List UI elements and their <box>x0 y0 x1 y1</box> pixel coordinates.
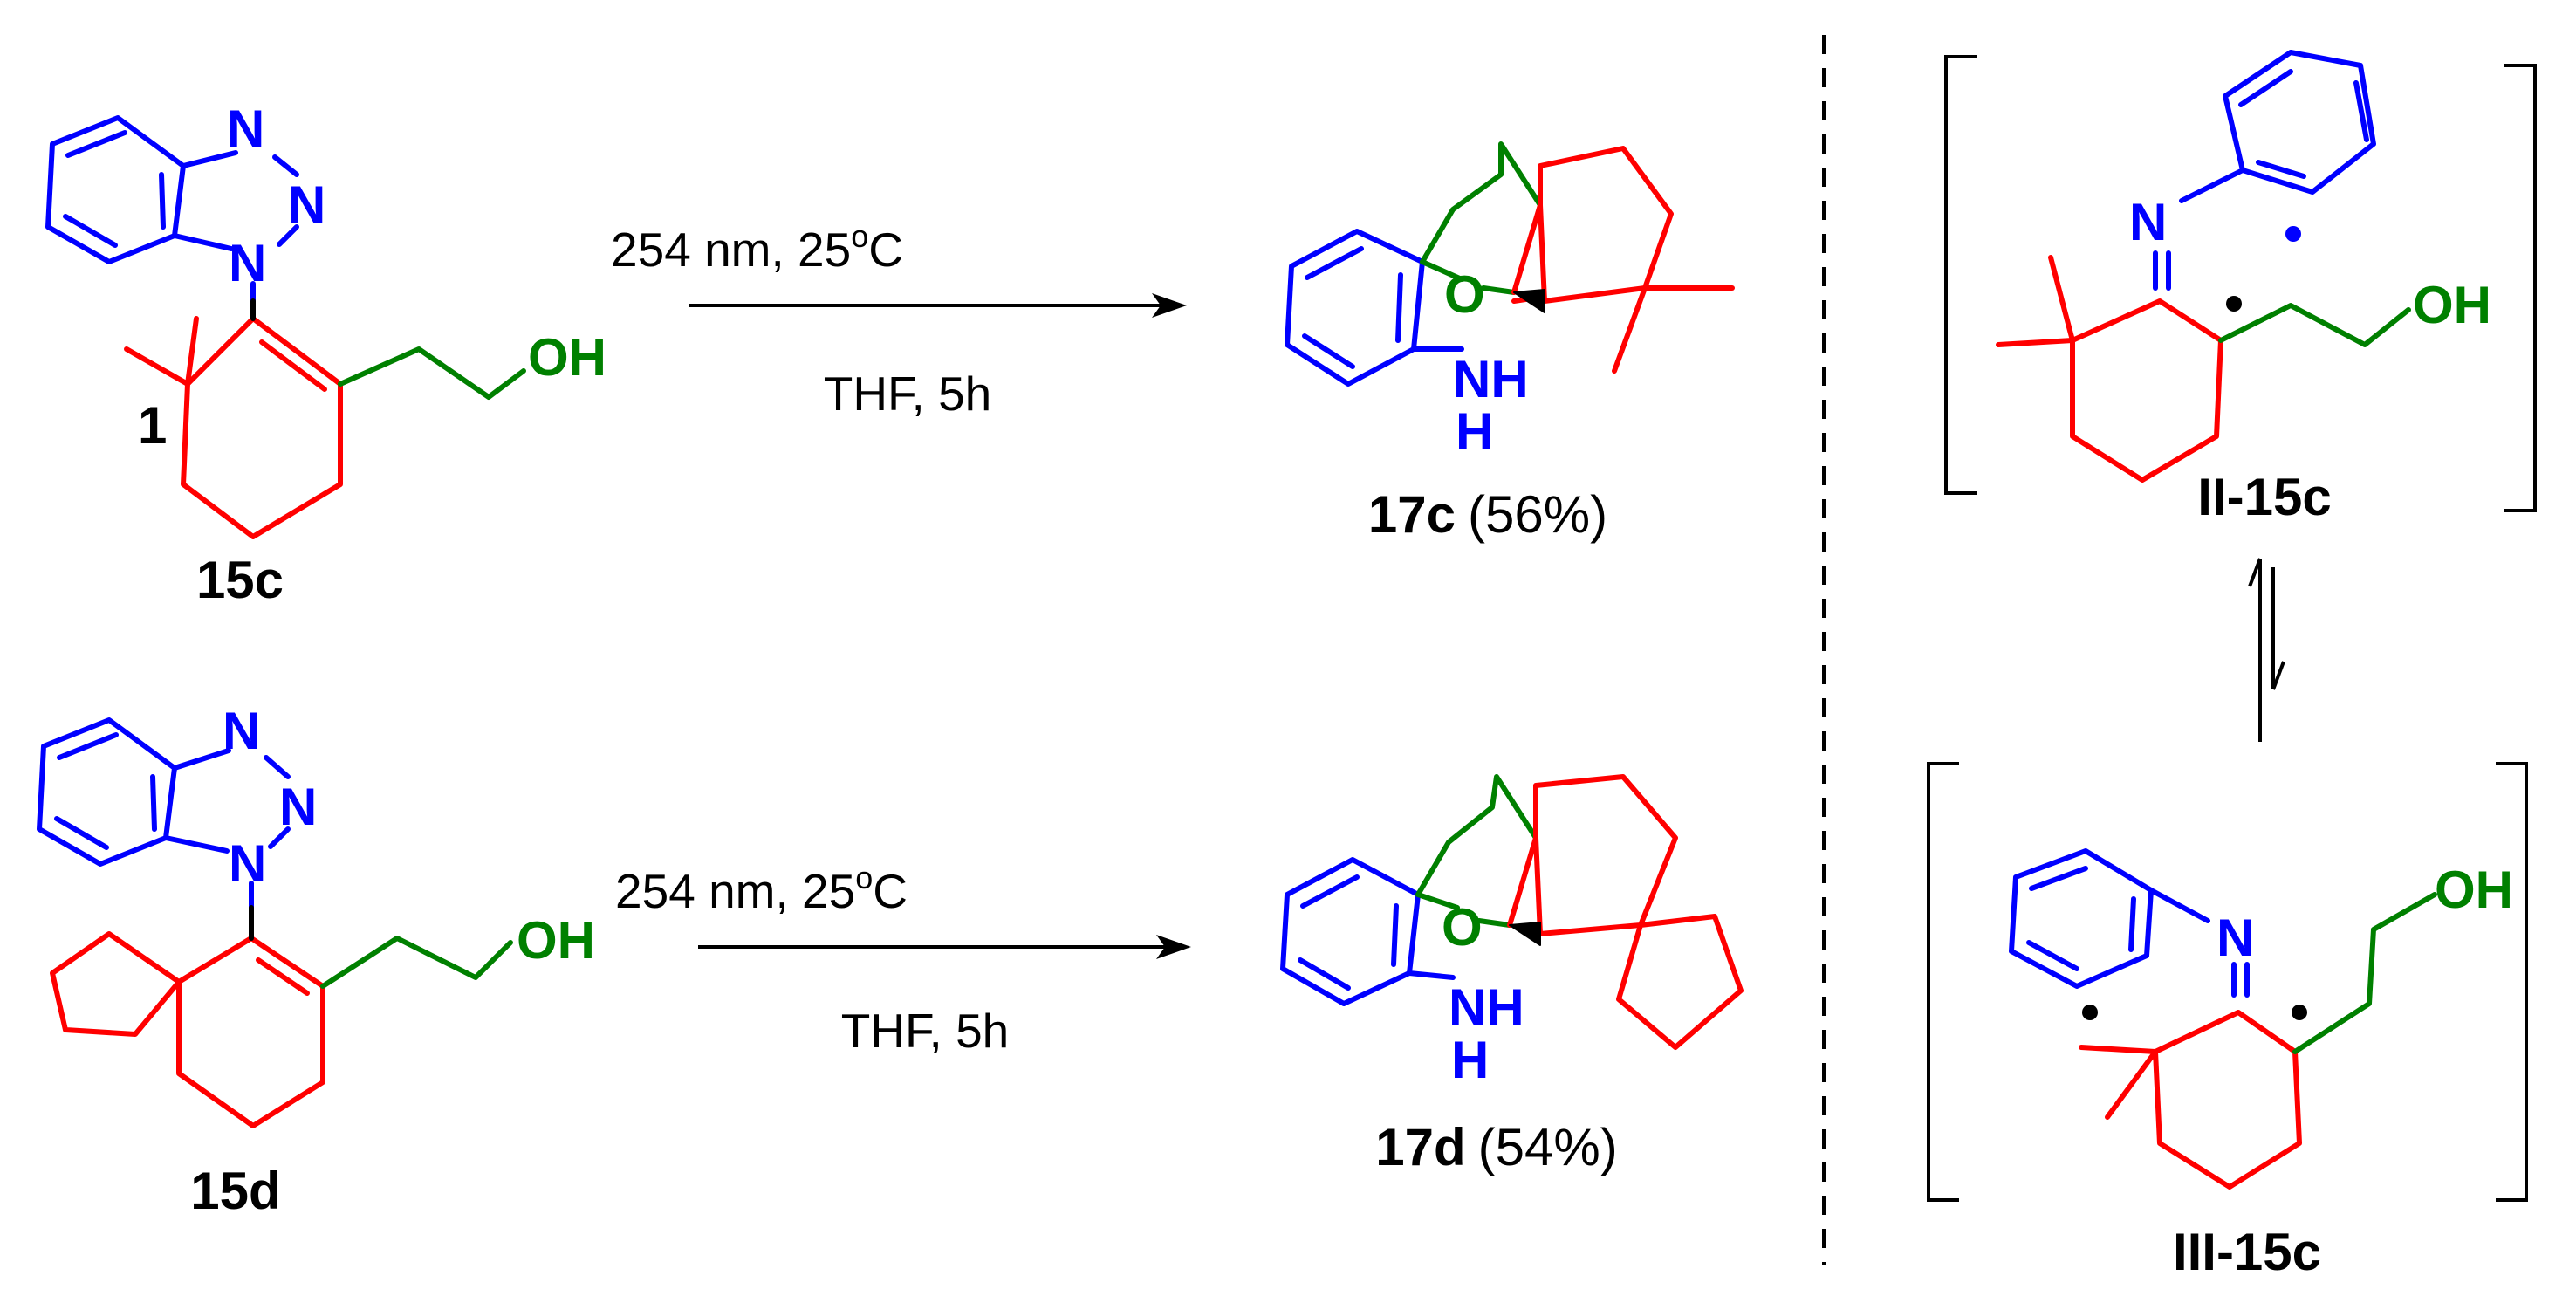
atom-h: H <box>1451 1031 1489 1089</box>
structure-15d <box>37 717 513 1128</box>
atom-oh: OH <box>2435 861 2513 919</box>
brackets-iii-15c <box>1927 762 2528 1202</box>
cyclohexene-ring-15d <box>176 936 325 1128</box>
atom-labels-17d: O NH H <box>1442 898 1524 1089</box>
atom-n: N <box>229 834 266 893</box>
structure-iii-15c <box>2009 848 2437 1190</box>
ether-bridge-17c <box>1420 141 1543 295</box>
radicals-ii-15c <box>2226 226 2301 312</box>
reaction-arrow-1 <box>689 293 1187 318</box>
conditions-bottom-1: THF, 5h <box>824 367 992 421</box>
atom-labels-15c: N N N OH 1 <box>138 99 606 455</box>
compound-label-iii-15c: III-15c <box>2173 1223 2321 1281</box>
structure-17d <box>1280 774 1744 1050</box>
brackets-ii-15c <box>1944 55 2537 512</box>
compound-label-17c: 17c(56%) <box>1368 485 1607 544</box>
cyclohexane-ring-ii-15c <box>1996 255 2223 483</box>
atom-labels-ii-15c: N OH <box>2129 193 2491 334</box>
atom-n: N <box>227 99 264 158</box>
benzotriazole-ring-15c <box>45 115 299 304</box>
equilibrium-arrows <box>2248 558 2285 742</box>
conditions-bottom-2: THF, 5h <box>841 1004 1010 1058</box>
benzene-ring-17c <box>1285 229 1464 387</box>
structure-15c <box>45 115 526 539</box>
atom-o: O <box>1444 265 1485 324</box>
atom-n: N <box>2216 909 2254 967</box>
atom-n: N <box>223 702 260 760</box>
atom-n: N <box>2129 193 2167 251</box>
compound-label-17d: 17d(54%) <box>1375 1118 1617 1176</box>
atom-labels-15d: N N N OH <box>223 702 595 970</box>
phenyl-ring-ii-15c <box>2153 50 2376 291</box>
cyclopentane-ring-17d <box>1616 914 1744 1050</box>
atom-n: N <box>288 175 325 234</box>
structure-ii-15c <box>1996 50 2411 483</box>
reaction-arrow-2 <box>698 935 1191 959</box>
locant-1: 1 <box>138 396 167 455</box>
phenyl-ring-iii-15c <box>2009 848 2250 998</box>
compound-label-15c: 15c <box>196 551 284 609</box>
atom-nh: NH <box>1449 978 1524 1037</box>
cyclohexane-ring-17d <box>1507 774 1678 936</box>
cyclohexane-ring-iii-15c <box>2079 1010 2302 1190</box>
compound-label-ii-15c: II-15c <box>2197 468 2331 526</box>
atom-n: N <box>229 234 266 292</box>
atom-n: N <box>279 778 317 836</box>
conditions-top-1: 254 nm, 25oC <box>611 218 903 277</box>
benzene-ring-17d <box>1280 857 1456 1006</box>
compound-label-15d: 15d <box>190 1162 280 1220</box>
atom-labels-17c: O NH H <box>1444 265 1529 461</box>
atom-oh: OH <box>517 911 595 970</box>
atom-oh: OH <box>2413 276 2491 334</box>
cyclopentane-ring-15d <box>50 931 182 1037</box>
atom-h: H <box>1456 402 1493 461</box>
radicals-iii-15c <box>2082 1005 2307 1020</box>
atom-nh: NH <box>1453 350 1529 408</box>
conditions-top-2: 254 nm, 25oC <box>615 860 908 918</box>
structure-17c <box>1285 141 1735 387</box>
ether-bridge-17d <box>1415 774 1538 928</box>
cyclohexane-ring-17c <box>1511 146 1735 374</box>
benzotriazole-ring-15d <box>37 717 291 910</box>
atom-labels-iii-15c: N OH <box>2216 861 2513 967</box>
atom-o: O <box>1442 898 1483 957</box>
atom-oh: OH <box>528 328 606 387</box>
